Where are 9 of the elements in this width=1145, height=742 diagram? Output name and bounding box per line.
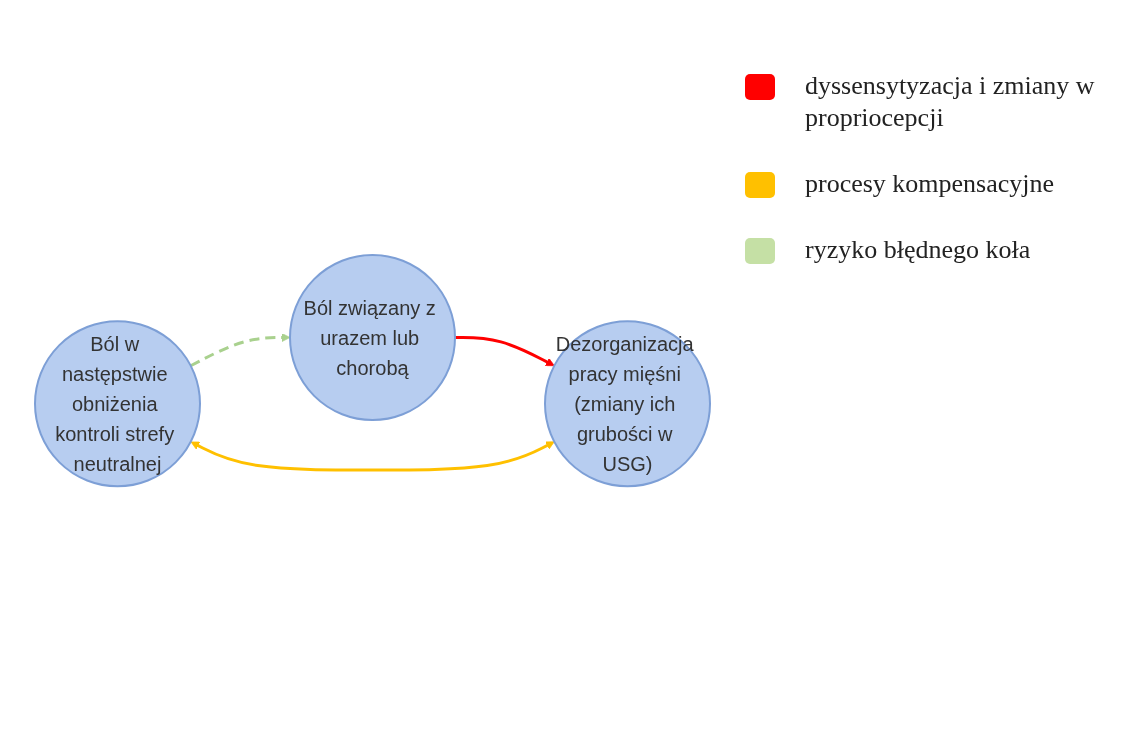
node-circle: Dezorganizacja pracy mięśni (zmiany ich grubości w USG) (544, 320, 711, 488)
arrow (455, 336, 555, 367)
legend-text: procesy kompensacyjne (805, 168, 1055, 200)
legend-text: ryzyko błędnego koła (805, 234, 1031, 266)
arrow (190, 333, 291, 368)
node-circle: Ból związany z urazem lub chorobą (289, 254, 456, 422)
node-circle: Ból w następstwie obniżenia kontroli strefy neutralnej (34, 320, 201, 488)
arrow (190, 441, 555, 472)
legend-text: dyssensytyzacja i zmiany w propriocepcji (805, 70, 1096, 134)
